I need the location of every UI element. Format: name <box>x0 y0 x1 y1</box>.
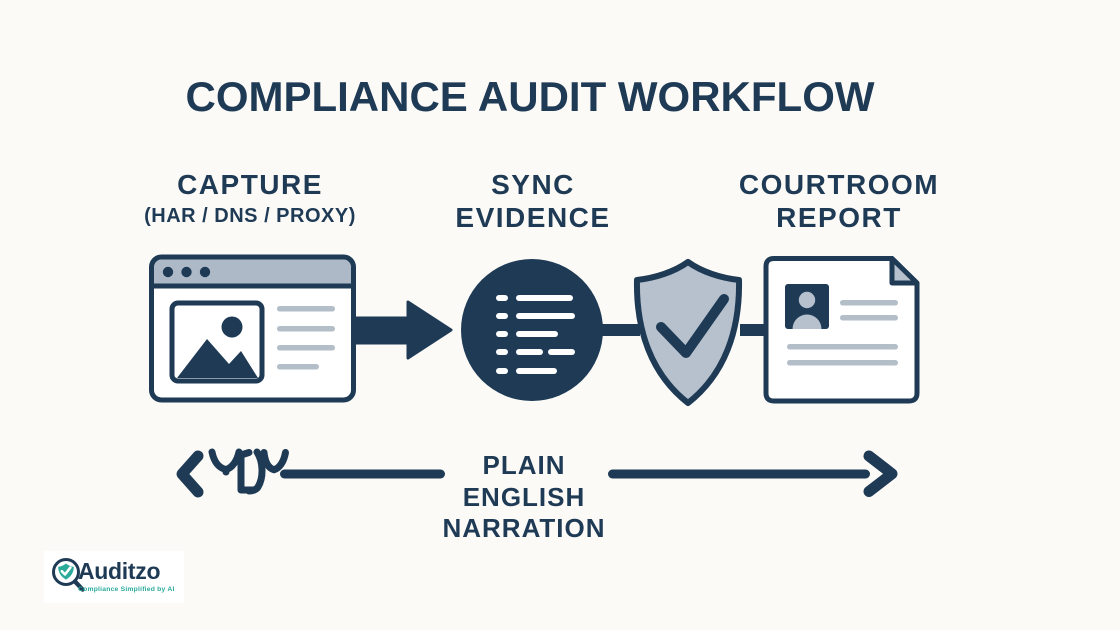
logo-magnifier-shield-icon <box>52 558 85 592</box>
image-placeholder-icon <box>169 300 265 384</box>
logo-magnifier-handle <box>72 579 85 592</box>
narration-arrow-icon <box>608 450 898 497</box>
stage-courtroom-subtitle: REPORT <box>776 202 902 233</box>
flow-arrow-icon <box>352 300 453 360</box>
connector-line <box>740 324 768 336</box>
evidence-log-icon <box>461 259 640 401</box>
narration-label: PLAIN ENGLISH NARRATION <box>404 450 644 545</box>
chevron-left-icon <box>176 450 204 498</box>
stage-sync-title: SYNC <box>491 169 575 200</box>
report-document-icon <box>763 256 920 404</box>
folded-corner-icon <box>889 256 920 286</box>
avatar <box>785 284 829 329</box>
stage-sync-subtitle: EVIDENCE <box>455 202 611 233</box>
stage-capture-title: CAPTURE <box>177 169 323 200</box>
scribble-glyphs-icon <box>208 448 289 495</box>
stage-label-courtroom-report: COURTROOM REPORT <box>719 169 959 233</box>
narration-line-2: ENGLISH <box>462 481 586 512</box>
narration-line-1: PLAIN <box>482 450 566 480</box>
logo-brand-name: Auditzo <box>78 558 161 584</box>
logo-text: Auditzo Compliance Simplified by AI <box>78 558 182 594</box>
narration-timeline-line <box>280 469 445 479</box>
narration-line-3: NARRATION <box>442 513 606 543</box>
stage-courtroom-title: COURTROOM <box>738 169 940 200</box>
brand-logo: Auditzo Compliance Simplified by AI <box>44 551 184 603</box>
connector-line <box>598 324 640 336</box>
stage-capture-subtitle: (HAR / DNS / PROXY) <box>144 205 356 227</box>
stage-label-capture: CAPTURE (HAR / DNS / PROXY) <box>130 169 370 228</box>
logo-check-icon <box>60 566 72 576</box>
shield-check-icon <box>633 259 768 406</box>
logo-tagline: Compliance Simplified by AI <box>78 586 175 593</box>
checkmark-icon <box>656 294 729 358</box>
stage-label-sync-evidence: SYNC EVIDENCE <box>413 169 653 233</box>
browser-window-icon <box>149 254 356 403</box>
page-title: COMPLIANCE AUDIT WORKFLOW <box>185 73 875 120</box>
